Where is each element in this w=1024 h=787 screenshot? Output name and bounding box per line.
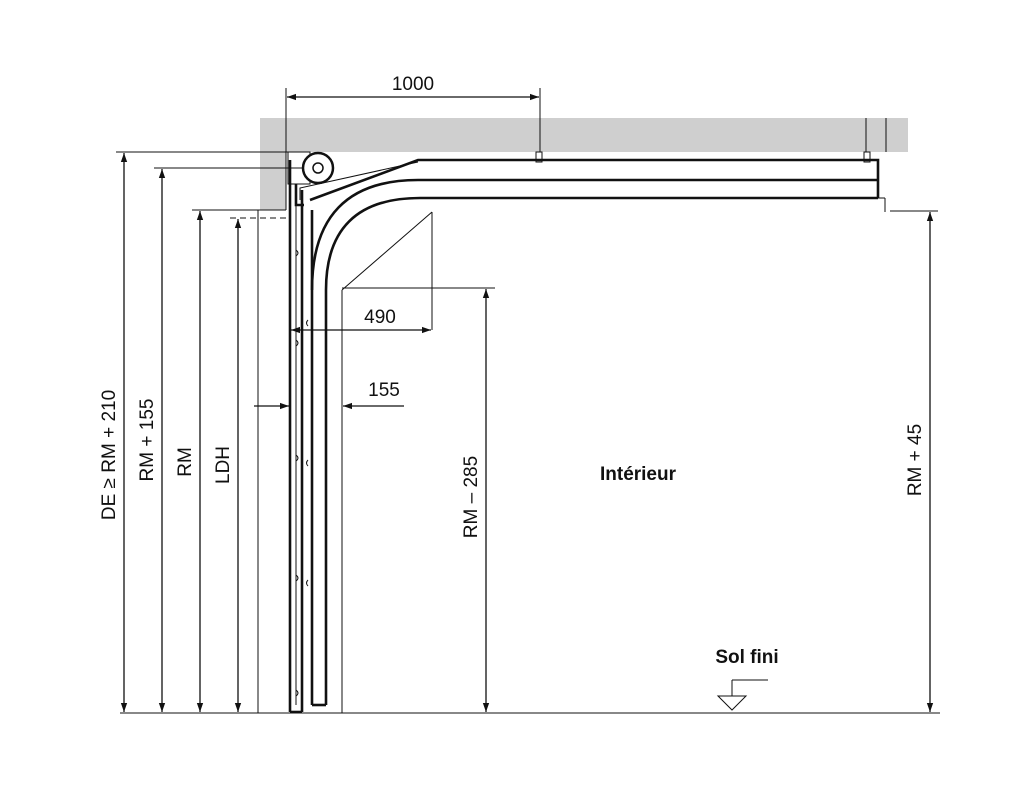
dimension-rm-label: RM	[175, 447, 196, 477]
dimension-rm-285: RM – 285	[342, 287, 495, 712]
dimension-rm-45-label: RM + 45	[905, 424, 926, 496]
interior-label: Intérieur	[600, 464, 677, 485]
ceiling-structure	[260, 118, 908, 211]
floor-label: Sol fini	[715, 647, 778, 668]
dimension-ldh: LDH	[213, 219, 242, 712]
door-leaf	[288, 160, 304, 714]
extension-lines-left	[116, 151, 304, 219]
dimension-rm: RM	[175, 211, 204, 712]
dimension-1000: 1000	[285, 74, 541, 152]
dimension-rm-285-label: RM – 285	[461, 456, 482, 538]
dimension-rm-155: RM + 155	[137, 169, 166, 712]
dimension-490: 490	[291, 307, 431, 334]
dimension-1000-label: 1000	[392, 74, 434, 95]
dimension-de-label: DE ≥ RM + 210	[99, 390, 120, 520]
dimension-de: DE ≥ RM + 210	[99, 153, 128, 712]
spring-drum	[287, 151, 335, 207]
dimension-rm-45: RM + 45	[890, 210, 938, 712]
dimension-rm-155-label: RM + 155	[137, 399, 158, 482]
dimension-490-label: 490	[364, 307, 396, 328]
dimension-ldh-label: LDH	[213, 446, 234, 484]
dimension-155: 155	[254, 380, 404, 410]
vertical-track	[306, 210, 343, 713]
ceiling-hangers	[535, 118, 887, 212]
curved-track	[299, 158, 880, 330]
floor-level-symbol: Sol fini	[715, 647, 779, 711]
dimension-155-label: 155	[368, 380, 400, 401]
